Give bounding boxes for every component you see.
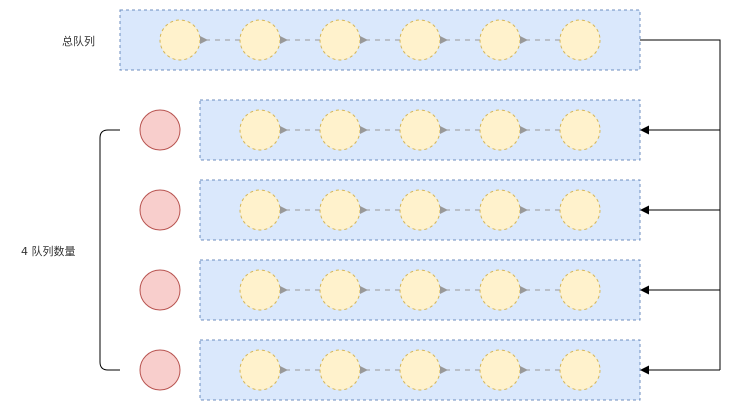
total-queue-node — [399, 19, 441, 61]
total-queue-node — [479, 19, 521, 61]
sub-queue-4-node — [319, 349, 361, 391]
sub-queue-1-node — [479, 109, 521, 151]
sub-queue-3-node — [479, 269, 521, 311]
total-queue-label: 总队列 — [62, 35, 95, 48]
sub-queue-2-node — [319, 189, 361, 231]
sub-queue-1-node — [399, 109, 441, 151]
sub-queue-2-node — [559, 189, 601, 231]
sub-queue-2-node — [479, 189, 521, 231]
sub-queue-4-node — [479, 349, 521, 391]
group-bracket — [99, 129, 120, 371]
sub-queue-2-node — [239, 189, 281, 231]
sub-queue-3-node — [559, 269, 601, 311]
sub-queue-1-node — [559, 109, 601, 151]
sub-queue-3-node — [319, 269, 361, 311]
sub-queue-3-node — [239, 269, 281, 311]
queue-count-label: 4 队列数量 — [21, 245, 76, 258]
queue-head-node-3 — [139, 269, 181, 311]
sub-queue-4-node — [399, 349, 441, 391]
sub-queue-3-node — [399, 269, 441, 311]
total-queue-node — [319, 19, 361, 61]
sub-queue-4-node — [239, 349, 281, 391]
total-queue-node — [159, 19, 201, 61]
total-queue-node — [559, 19, 601, 61]
queue-head-node-2 — [139, 189, 181, 231]
sub-queue-1-node — [319, 109, 361, 151]
sub-queue-2-node — [399, 189, 441, 231]
total-queue-node — [239, 19, 281, 61]
sub-queue-1-node — [239, 109, 281, 151]
sub-queue-4-node — [559, 349, 601, 391]
dispatch-trunk — [640, 39, 721, 370]
queue-head-node-1 — [139, 109, 181, 151]
queue-head-node-4 — [139, 349, 181, 391]
